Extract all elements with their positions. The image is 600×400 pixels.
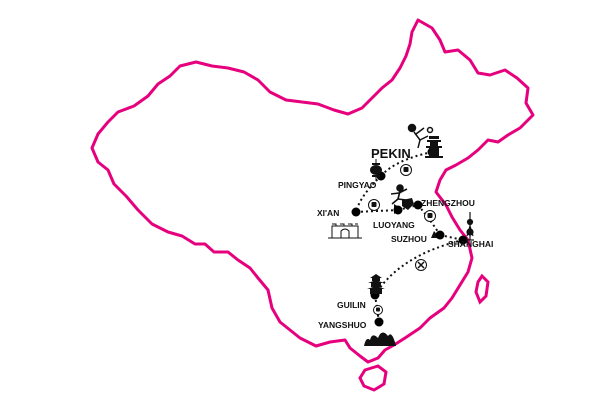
kicking-figure-icon: [407, 123, 434, 149]
stop-dot-zhengzhou: [413, 200, 423, 210]
route-xian-luoyang: [355, 209, 399, 213]
kung-fu-icon: [390, 184, 408, 205]
tv-tower-icon: [466, 212, 474, 241]
lantern-icon: [370, 159, 382, 181]
stop-dot-luoyang: [393, 205, 403, 215]
route-suzhou-shanghai: [439, 234, 464, 241]
city-label-luoyang: LUOYANG: [373, 220, 415, 230]
city-label-pekin: PEKIN: [371, 146, 411, 161]
stop-dot-yangshuo: [374, 317, 384, 327]
china-border: [90, 18, 535, 364]
temple-pagoda-icon: [425, 136, 443, 158]
stop-dot-suzhou: [435, 230, 445, 240]
martial-arts-icon: [402, 198, 414, 210]
train-icon: [424, 210, 436, 222]
stop-dot-shanghai: [458, 235, 468, 245]
city-gate-icon: [328, 223, 362, 239]
city-label-suzhou: SUZHOU: [391, 234, 427, 244]
city-label-zhengzhou: ZHENGZHOU: [421, 198, 475, 208]
hainan-island: [358, 364, 388, 392]
stop-dot-xian: [351, 207, 361, 217]
city-label-guilin: GUILIN: [337, 300, 366, 310]
train-icon: [373, 305, 383, 315]
city-label-xian: XI'AN: [317, 208, 339, 218]
taiwan-island: [474, 273, 490, 305]
train-icon: [400, 164, 412, 176]
karst-mountains-icon: [364, 332, 396, 346]
plane-icon: [415, 259, 427, 271]
city-label-shanghai: SHANGHAI: [448, 239, 493, 249]
train-icon: [368, 199, 380, 211]
pagoda-icon: [367, 274, 385, 294]
route-pekin-pingyao: [380, 151, 433, 177]
city-label-pingyao: PINGYAO: [338, 180, 377, 190]
city-label-yangshuo: YANGSHUO: [318, 320, 367, 330]
